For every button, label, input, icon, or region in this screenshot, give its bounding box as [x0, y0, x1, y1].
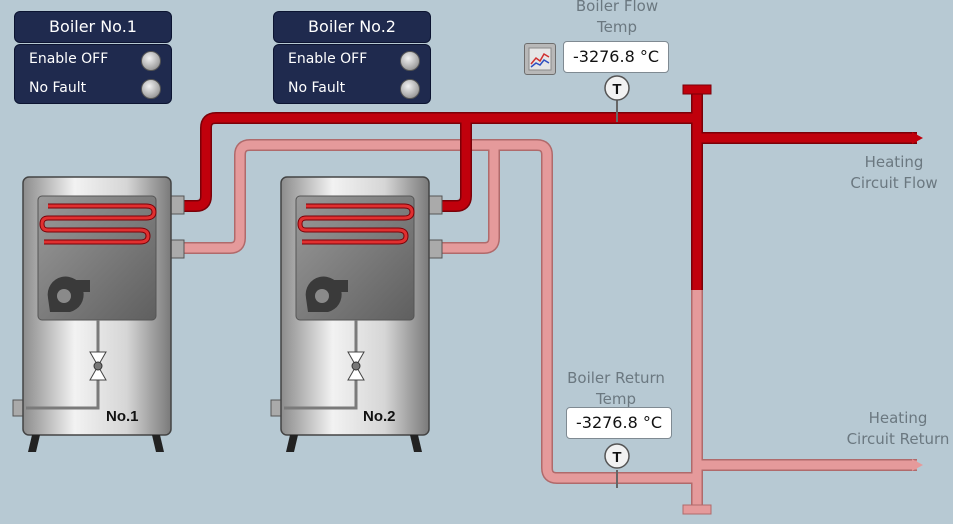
heating-circuit-flow-label: Heating Circuit Flow — [838, 152, 950, 194]
boiler-1-status-body: Enable OFF No Fault — [14, 44, 172, 104]
boiler-1[interactable] — [12, 176, 185, 452]
boiler-2-tag: No.2 — [363, 408, 396, 425]
boiler-1-tag: No.1 — [106, 408, 139, 425]
boiler-2-fault-status: No Fault — [288, 80, 346, 96]
boiler-1-status-panel: Boiler No.1 Enable OFF No Fault — [14, 11, 172, 104]
boiler-1-fault-led-icon — [141, 79, 161, 99]
boiler-2-status-panel: Boiler No.2 Enable OFF No Fault — [273, 11, 431, 104]
flow-pipe-cap — [682, 84, 712, 95]
valve-icon — [347, 351, 365, 381]
boiler-2-enable-status: Enable OFF — [288, 51, 368, 67]
boiler-2[interactable] — [270, 176, 443, 452]
boiler-flow-temp-label: Boiler Flow Temp — [555, 0, 679, 38]
svg-text:T: T — [612, 449, 621, 466]
boiler-return-temp-label: Boiler Return Temp — [554, 368, 678, 410]
boiler-1-fault-status: No Fault — [29, 80, 87, 96]
return-temp-sensor[interactable]: T — [604, 443, 630, 469]
heating-circuit-flow-line1: Heating — [864, 153, 924, 171]
heating-circuit-return-label: Heating Circuit Return — [842, 408, 953, 450]
valve-icon — [89, 351, 107, 381]
trend-chart-icon[interactable] — [524, 43, 556, 75]
boiler-flow-temp-label-line2: Temp — [597, 18, 637, 36]
return-pipe-cap — [682, 504, 712, 515]
heating-circuit-flow-line2: Circuit Flow — [850, 174, 938, 192]
return-pipe-arrow — [912, 459, 923, 471]
boiler-return-temp-label-line2: Temp — [596, 390, 636, 408]
boiler-2-status-body: Enable OFF No Fault — [273, 44, 431, 104]
boiler-2-fault-led-icon — [400, 79, 420, 99]
fan-icon — [305, 276, 348, 312]
boiler-2-enable-led-icon — [400, 51, 420, 71]
boiler-2-title: Boiler No.2 — [273, 11, 431, 43]
fan-icon — [47, 276, 90, 312]
flow-pipe-arrow — [912, 132, 923, 144]
boiler-return-temp-value: -3276.8 °C — [566, 407, 672, 439]
boiler-1-enable-status: Enable OFF — [29, 51, 109, 67]
heating-circuit-return-line1: Heating — [868, 409, 928, 427]
boiler-flow-temp-label-line1: Boiler Flow — [575, 0, 659, 15]
flow-temp-sensor[interactable]: T — [604, 75, 630, 101]
flow-pipes-fill — [182, 88, 917, 290]
svg-text:T: T — [612, 81, 621, 98]
boiler-1-enable-led-icon — [141, 51, 161, 71]
boiler-return-temp-label-line1: Boiler Return — [567, 369, 665, 387]
boiler-1-title: Boiler No.1 — [14, 11, 172, 43]
boiler-flow-temp-value: -3276.8 °C — [563, 41, 669, 73]
return-pipes-fill — [182, 140, 917, 505]
heating-circuit-return-line2: Circuit Return — [846, 430, 950, 448]
